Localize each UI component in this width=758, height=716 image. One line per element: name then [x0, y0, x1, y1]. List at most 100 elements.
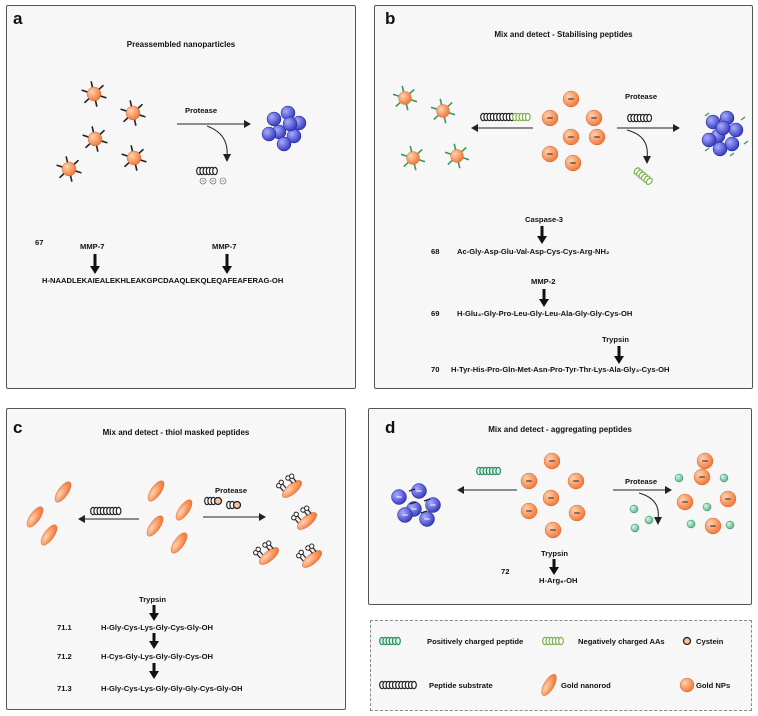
protease-label-c: Protease	[215, 486, 248, 495]
gold-np-icon	[544, 521, 562, 539]
sequence-72: H-Arg₆-OH	[539, 576, 578, 585]
negative-fragment-icon	[633, 167, 653, 186]
panel-title-a: Preassembled nanoparticles	[126, 40, 236, 49]
entry-number-71-3: 71.3	[57, 684, 72, 693]
gold-nanorod-icon	[253, 540, 279, 565]
gold-np-icon	[562, 90, 580, 108]
gold-np-icon	[676, 493, 694, 511]
gold-nanorod-icon	[541, 674, 557, 696]
peptide-chain-icon	[204, 496, 217, 506]
entry-number-69: 69	[431, 309, 440, 318]
gold-np-icon	[520, 472, 538, 490]
gold-nanorod-icon	[40, 524, 58, 546]
gold-np-icon	[693, 468, 711, 486]
sequence-70: H-Tyr-His-Pro-Gln-Met-Asn-Pro-Tyr-Thr-Ly…	[451, 365, 670, 374]
aggregated-np-icon	[397, 507, 413, 523]
gold-np-icon	[704, 517, 722, 535]
panel-title-d: Mix and detect - aggregating peptides	[488, 425, 632, 434]
positive-peptide-icon	[379, 636, 401, 646]
legend-negative-aas: Negatively charged AAs	[578, 637, 665, 646]
positive-peptide-fragment-icon	[719, 473, 729, 483]
peptide-chain-icon	[90, 506, 122, 516]
cystein-icon	[682, 636, 692, 646]
peptide-chain-icon	[512, 112, 531, 122]
enzyme-trypsin-b: Trypsin	[602, 335, 630, 344]
functionalized-np-icon	[400, 145, 426, 171]
panel-label-a: a	[13, 9, 23, 28]
cystein-icon	[213, 496, 223, 506]
protease-label-a: Protease	[185, 106, 218, 115]
entry-number-72: 72	[501, 567, 510, 576]
functionalized-np-icon	[444, 143, 470, 169]
gold-np-icon	[543, 452, 561, 470]
gold-np-icon	[696, 452, 714, 470]
panel-label-d: d	[385, 418, 396, 437]
negative-aa-icon	[542, 636, 564, 646]
positive-peptide-fragment-icon	[674, 473, 684, 483]
legend: Positively charged peptide Negatively ch…	[370, 620, 752, 711]
aggregated-np-icon	[391, 489, 407, 505]
aggregated-np-icon	[425, 497, 441, 513]
protease-label-b: Protease	[625, 92, 658, 101]
peptide-chain-icon	[480, 112, 515, 122]
gold-nanorod-icon	[170, 532, 188, 554]
panel-a: a Preassembled nanoparticles Protease 67…	[6, 5, 356, 389]
peptide-chain-icon	[196, 166, 218, 176]
protease-label-d: Protease	[625, 477, 658, 486]
legend-gold-nanorod: Gold nanorod	[561, 681, 611, 690]
panel-b: b Mix and detect - Stabilising peptides …	[374, 5, 753, 389]
enzyme-caspase-3: Caspase-3	[525, 215, 563, 224]
gold-np-icon	[564, 154, 582, 172]
gold-nanorod-icon	[296, 543, 322, 568]
peptide-chain-icon	[476, 466, 502, 476]
gold-nanorod-icon	[146, 515, 164, 537]
legend-icons	[379, 636, 695, 696]
gold-nanorod-icon	[291, 505, 317, 530]
panel-title-c: Mix and detect - thiol masked peptides	[102, 428, 250, 437]
gold-np-icon	[562, 128, 580, 146]
aggregated-np-icon	[282, 116, 298, 132]
preassembled-nanoparticles-figure	[56, 81, 307, 274]
aggregated-np-icon	[276, 136, 292, 152]
entry-number-71-2: 71.2	[57, 652, 72, 661]
gold-np-icon	[719, 490, 737, 508]
gold-np-icon	[588, 128, 606, 146]
functionalized-np-icon	[430, 98, 456, 124]
gold-np-icon	[679, 677, 695, 693]
panel-label-c: c	[13, 418, 23, 437]
functionalized-np-icon	[81, 81, 107, 107]
legend-positive-peptide: Positively charged peptide	[427, 637, 524, 646]
sequence-71-1: H-Gly-Cys-Lys-Gly-Cys-Gly-OH	[101, 623, 213, 632]
enzyme-trypsin-c: Trypsin	[139, 595, 167, 604]
gold-nanorod-icon	[147, 480, 165, 502]
sequence-68: Ac-Gly-Asp-Glu-Val-Asp-Cys-Cys-Arg-NH₂	[457, 247, 610, 256]
aggregated-np-icon	[411, 483, 427, 499]
peptide-substrate-icon	[379, 680, 417, 690]
positive-peptide-fragment-icon	[629, 504, 639, 514]
enzyme-mmp7-1: MMP-7	[80, 242, 105, 251]
gold-nanorod-icon	[54, 481, 72, 503]
functionalized-np-icon	[392, 85, 418, 111]
sequence-71-3: H-Gly-Cys-Lys-Gly-Gly-Gly-Cys-Gly-OH	[101, 684, 243, 693]
panel-d: d Mix and detect - aggregating peptides …	[368, 408, 752, 605]
entry-number-68: 68	[431, 247, 440, 256]
enzyme-mmp-2: MMP-2	[531, 277, 556, 286]
positive-peptide-fragment-icon	[630, 523, 640, 533]
aggregated-np-icon	[715, 120, 731, 136]
functionalized-np-icon	[121, 145, 147, 171]
enzyme-mmp7-2: MMP-7	[212, 242, 237, 251]
panel-title-b: Mix and detect - Stabilising peptides	[494, 30, 633, 39]
positive-peptide-fragment-icon	[686, 519, 696, 529]
legend-cystein: Cystein	[696, 637, 724, 646]
entry-number-70: 70	[431, 365, 440, 374]
stabilising-peptides-figure	[392, 85, 749, 364]
gold-np-icon	[567, 472, 585, 490]
sequence-67: H-NAADLEKAIEALEKHLEAKGPCDAAQLEKQLEQAFEAF…	[42, 276, 284, 285]
gold-np-icon	[542, 489, 560, 507]
aggregated-np-icon	[261, 126, 277, 142]
positive-peptide-fragment-icon	[702, 502, 712, 512]
entry-number-67: 67	[35, 238, 44, 247]
positive-peptide-fragment-icon	[644, 515, 654, 525]
peptide-chain-icon	[627, 113, 653, 123]
gold-np-icon	[541, 145, 559, 163]
